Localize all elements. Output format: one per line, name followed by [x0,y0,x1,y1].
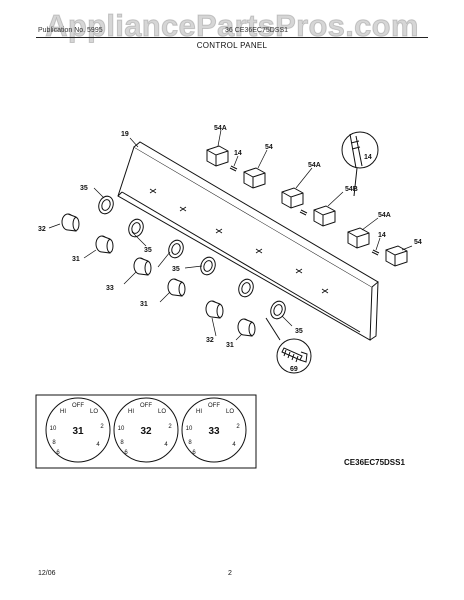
knob [133,257,152,276]
callout-label: 19 [121,131,129,138]
switch-knob [281,187,304,209]
callout-label: 54 [414,239,422,246]
dial-mark: 8 [188,440,192,446]
footer-date: 12/06 [38,570,56,577]
callout-label: 14 [378,232,386,239]
dial-mark: 10 [186,426,193,432]
dial-mark: 2 [100,424,104,430]
knob [237,318,256,337]
callout-label: 35 [144,247,152,254]
dial-mark: 4 [96,442,100,448]
dial-mark: 6 [192,450,196,456]
dial-mark: HI [128,409,134,415]
dial-mark: OFF [208,403,220,409]
dial-face: 31 OFF HI LO 2 4 6 8 10 [45,397,111,463]
callout-label: 14 [364,154,372,161]
control-panel-body [117,141,379,341]
model-header: 36 CE36EC75DSS1 [225,27,289,34]
dial-mark: 2 [236,424,240,430]
dial-number: 31 [72,426,84,437]
switch-knob [347,227,370,249]
dial-mark: LO [226,409,234,415]
dial-mark: LO [90,409,98,415]
dial-number: 33 [208,426,220,437]
dial-mark: 10 [118,426,125,432]
clip [229,165,238,172]
callout-label: 54B [345,186,358,193]
bezel-ring [270,300,286,320]
callout-label: 54 [265,144,273,151]
dial-face: 32 OFF HI LO 2 4 6 8 10 [113,397,179,463]
dial-mark: 6 [56,450,60,456]
bezel-ring [128,218,144,238]
bezel-ring [98,195,114,215]
clip [299,209,308,216]
callout-label: 54A [214,125,227,132]
knob [167,278,186,297]
knob [205,300,224,319]
switch-knob [206,145,229,167]
dial-mark: 2 [168,424,172,430]
dial-mark: 6 [124,450,128,456]
dial-mark: OFF [140,403,152,409]
dial-mark: HI [60,409,66,415]
dial-mark: HI [196,409,202,415]
knob [61,213,80,232]
callout-label: 35 [172,266,180,273]
callout-label: 31 [72,256,80,263]
dial-mark: LO [158,409,166,415]
callout-label: 31 [140,301,148,308]
page-number: 2 [228,570,232,577]
header-divider [36,37,428,38]
publication-header: Publication No. 5995 [38,27,103,34]
dial-mark: 4 [164,442,168,448]
switch-knob [385,245,408,267]
dial-mark: OFF [72,403,84,409]
bezel-ring [200,256,216,276]
model-code: CE36EC75DSS1 [344,458,405,467]
bezel-ring [168,239,184,259]
callout-label: 54A [308,162,321,169]
dial-number: 32 [140,426,152,437]
dial-mark: 8 [120,440,124,446]
bezel-ring [238,278,254,298]
dial-mark: 4 [232,442,236,448]
clip-detail-callout [341,131,379,197]
callout-label: 35 [80,185,88,192]
callout-label: 35 [295,328,303,335]
knob [95,235,114,254]
dial-mark: 10 [50,426,57,432]
section-title: CONTROL PANEL [196,41,268,50]
screw-detail-callout [265,317,312,374]
dial-faces-panel: 31 OFF HI LO 2 4 6 8 10 32 OFF HI LO 2 4… [35,394,257,469]
panel-markings [149,188,329,294]
callout-label: 32 [206,337,214,344]
leader-lines [48,129,413,341]
callout-label: 31 [226,342,234,349]
callout-label: 14 [234,150,242,157]
switch-knob [243,167,266,189]
callout-label: 33 [106,285,114,292]
dial-face: 33 OFF HI LO 2 4 6 8 10 [181,397,247,463]
switch-knob [313,205,336,227]
callout-label: 69 [290,366,298,373]
clip [371,249,380,256]
callout-label: 54A [378,212,391,219]
dial-mark: 8 [52,440,56,446]
callout-label: 32 [38,226,46,233]
